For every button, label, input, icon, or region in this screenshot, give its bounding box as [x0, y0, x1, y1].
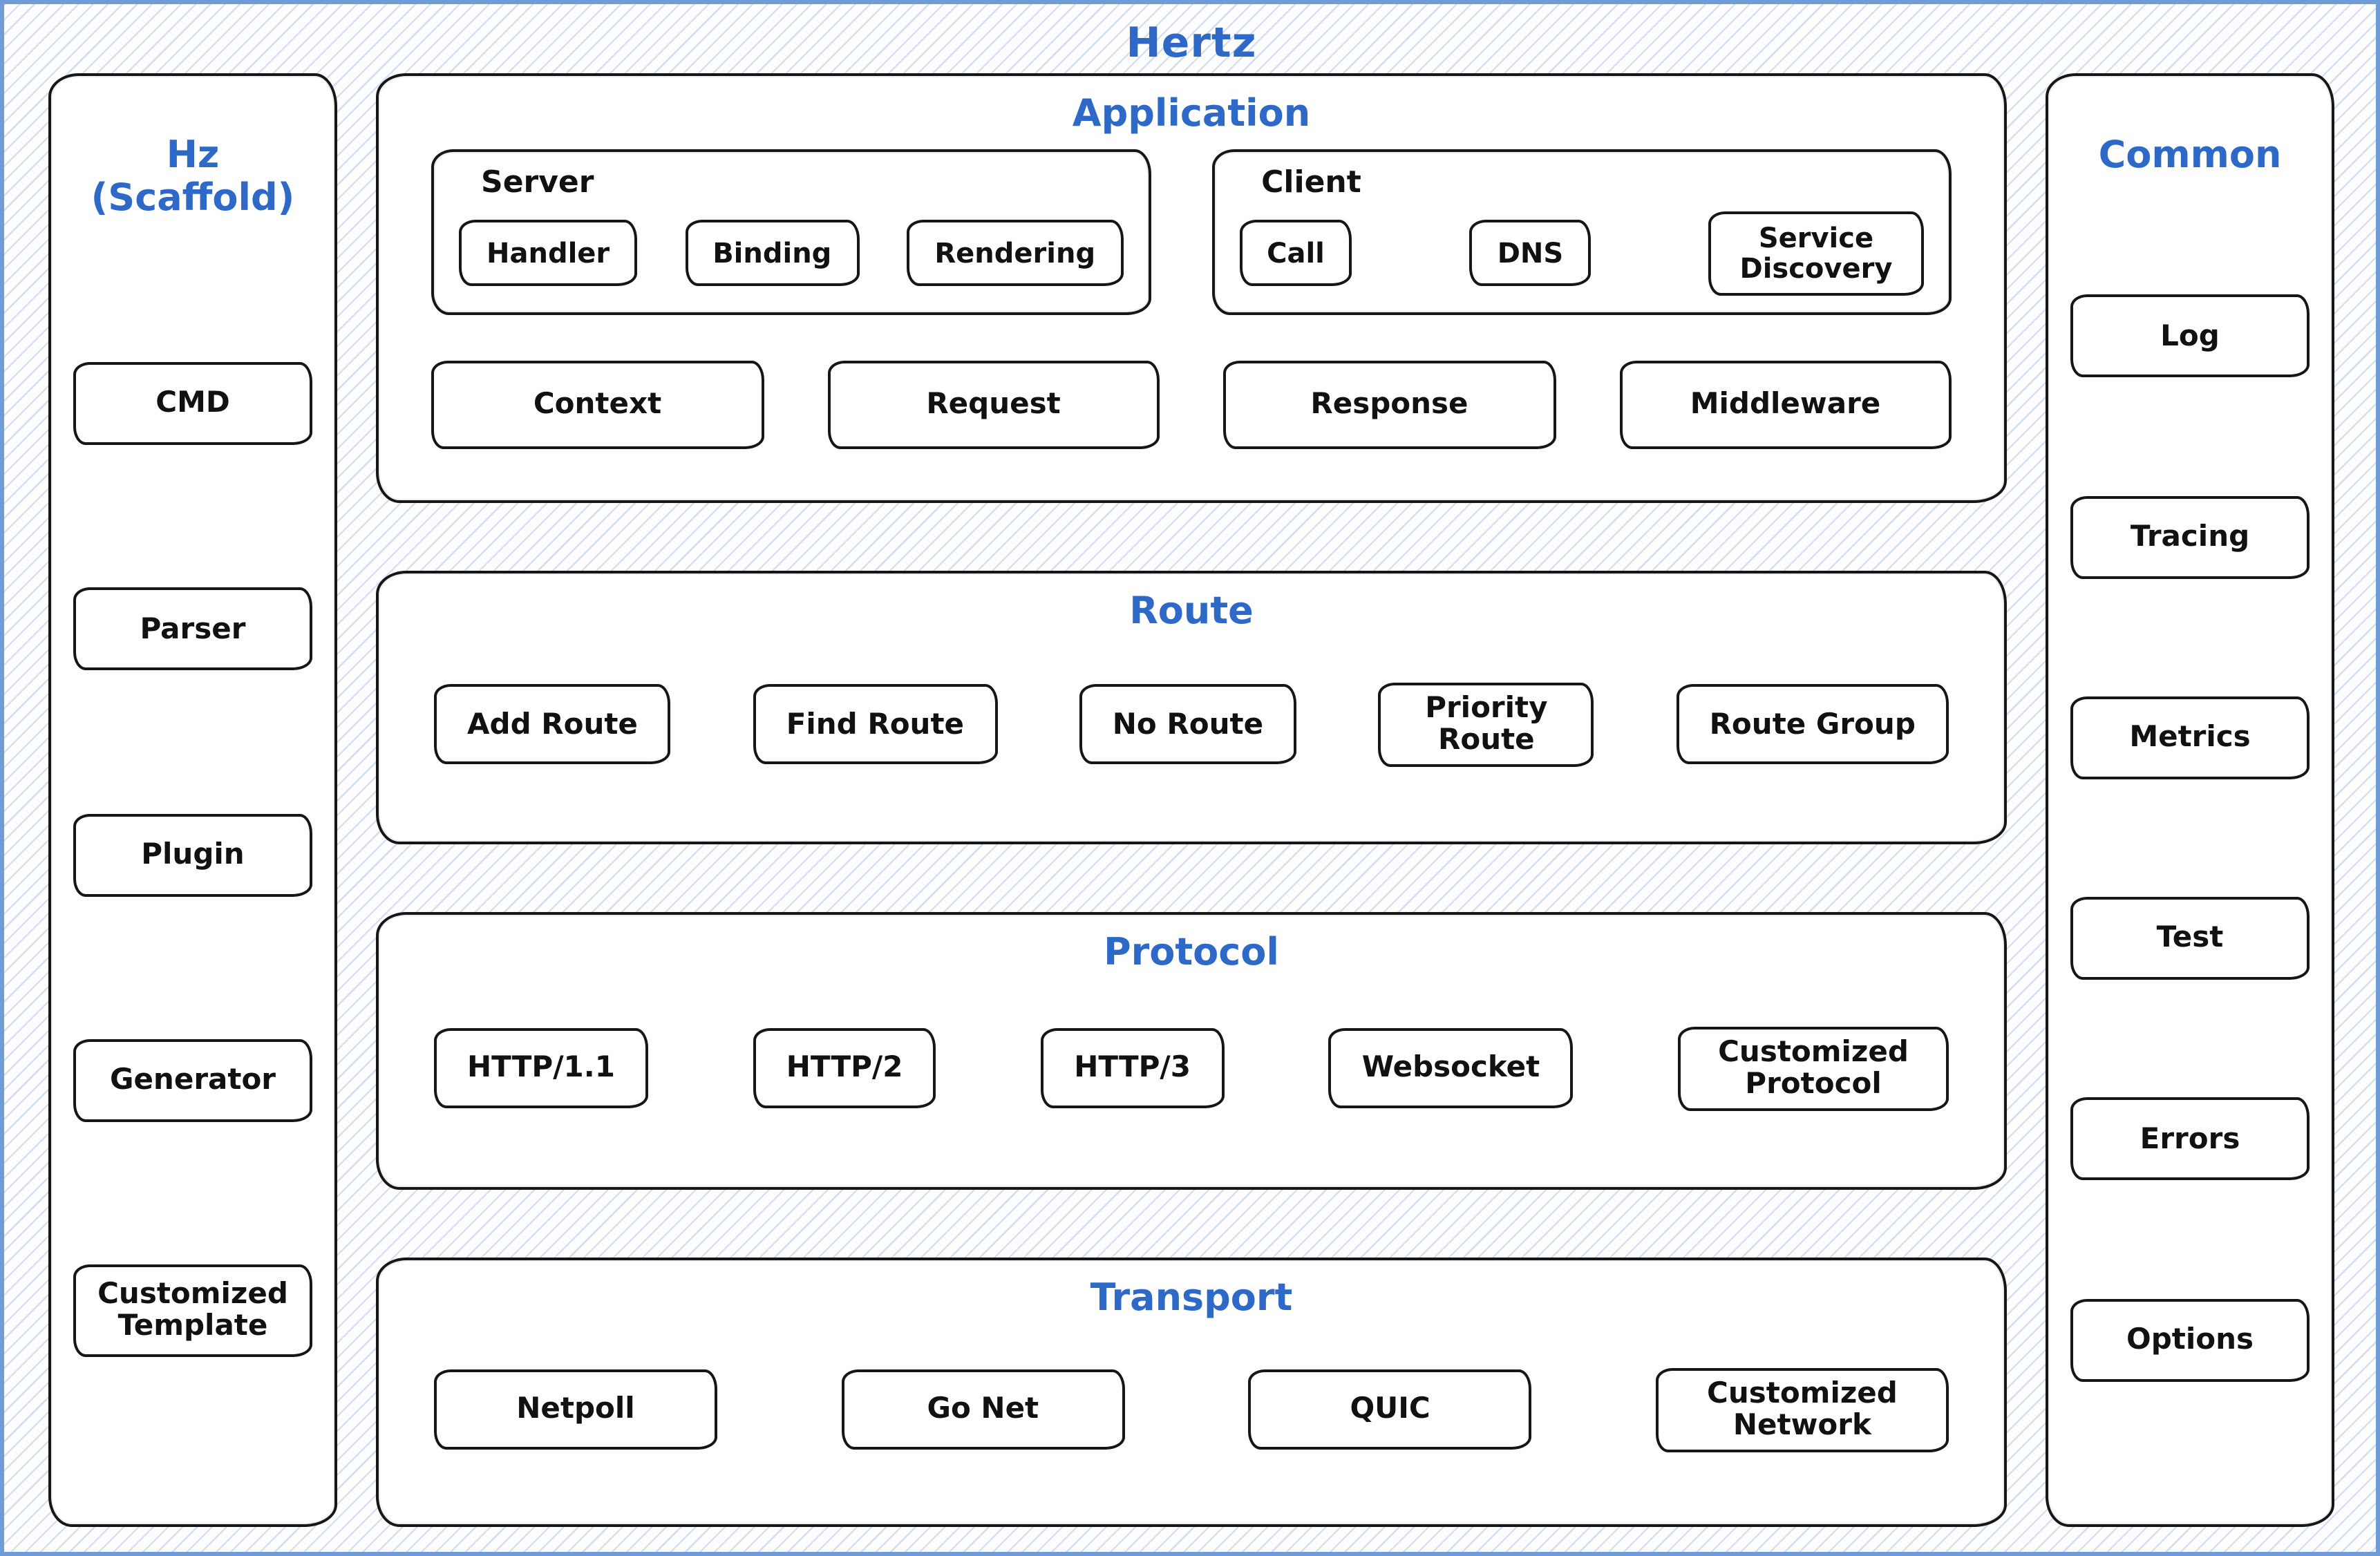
route-section: Route Add Route Find Route No Route Prio… [376, 570, 2007, 844]
node-rendering: Rendering [907, 220, 1124, 287]
application-row: Context Request Response Middleware [431, 334, 1952, 475]
diagram-columns: Hz (Scaffold) CMD Parser Plugin Generato… [48, 73, 2334, 1527]
node-http-1-1: HTTP/1.1 [434, 1028, 648, 1109]
node-go-net: Go Net [841, 1369, 1125, 1450]
common-items: Log Tracing Metrics Test Errors Options [2070, 177, 2310, 1499]
common-panel: Common Log Tracing Metrics Test Errors O… [2046, 73, 2334, 1527]
node-service-discovery: Service Discovery [1708, 211, 1924, 296]
scaffold-panel-title: Hz (Scaffold) [91, 134, 295, 220]
node-generator: Generator [73, 1038, 312, 1122]
node-errors: Errors [2070, 1097, 2310, 1181]
application-groups: Server Handler Binding Rendering Client … [431, 149, 1952, 315]
client-group-title: Client [1261, 166, 1361, 200]
server-group: Server Handler Binding Rendering [431, 149, 1151, 315]
node-call: Call [1239, 220, 1352, 287]
route-title: Route [1129, 589, 1254, 633]
node-cmd: CMD [73, 362, 312, 446]
scaffold-items: CMD Parser Plugin Generator Customized T… [73, 220, 312, 1499]
node-no-route: No Route [1079, 684, 1297, 765]
application-section: Application Server Handler Binding Rende… [376, 73, 2007, 503]
node-handler: Handler [459, 220, 638, 287]
node-dns: DNS [1469, 220, 1592, 287]
center-column: Application Server Handler Binding Rende… [376, 73, 2007, 1527]
server-group-title: Server [481, 166, 594, 200]
node-http-2: HTTP/2 [753, 1028, 936, 1109]
common-panel-title: Common [2098, 134, 2282, 177]
node-binding: Binding [685, 220, 860, 287]
client-group-items: Call DNS Service Discovery [1239, 211, 1924, 296]
node-route-group: Route Group [1676, 684, 1949, 765]
client-group: Client Call DNS Service Discovery [1211, 149, 1952, 315]
transport-section: Transport Netpoll Go Net QUIC Customized… [376, 1258, 2007, 1527]
protocol-section: Protocol HTTP/1.1 HTTP/2 HTTP/3 Websocke… [376, 911, 2007, 1190]
server-group-items: Handler Binding Rendering [459, 211, 1124, 296]
route-items: Add Route Find Route No Route Priority R… [431, 632, 1952, 816]
node-metrics: Metrics [2070, 696, 2310, 779]
node-find-route: Find Route [753, 684, 998, 765]
node-options: Options [2070, 1298, 2310, 1382]
node-context: Context [431, 360, 764, 449]
transport-items: Netpoll Go Net QUIC Customized Network [431, 1320, 1952, 1499]
node-log: Log [2070, 294, 2310, 378]
node-plugin: Plugin [73, 813, 312, 897]
node-websocket: Websocket [1328, 1028, 1574, 1109]
transport-title: Transport [1090, 1277, 1293, 1320]
node-tracing: Tracing [2070, 495, 2310, 579]
node-middleware: Middleware [1619, 360, 1952, 449]
node-test: Test [2070, 897, 2310, 980]
node-customized-protocol: Customized Protocol [1678, 1026, 1949, 1111]
protocol-items: HTTP/1.1 HTTP/2 HTTP/3 Websocket Customi… [431, 974, 1952, 1163]
node-request: Request [827, 360, 1160, 449]
node-priority-route: Priority Route [1378, 682, 1594, 767]
protocol-title: Protocol [1104, 931, 1279, 974]
application-title: Application [1072, 93, 1311, 135]
node-quic: QUIC [1248, 1369, 1532, 1450]
node-customized-network: Customized Network [1655, 1367, 1949, 1452]
node-netpoll: Netpoll [434, 1369, 717, 1450]
node-http-3: HTTP/3 [1041, 1028, 1224, 1109]
node-customized-template: Customized Template [73, 1264, 312, 1357]
node-parser: Parser [73, 587, 312, 671]
scaffold-panel: Hz (Scaffold) CMD Parser Plugin Generato… [48, 73, 337, 1527]
node-response: Response [1223, 360, 1556, 449]
diagram-title: Hertz [1126, 19, 1257, 67]
node-add-route: Add Route [434, 684, 671, 765]
